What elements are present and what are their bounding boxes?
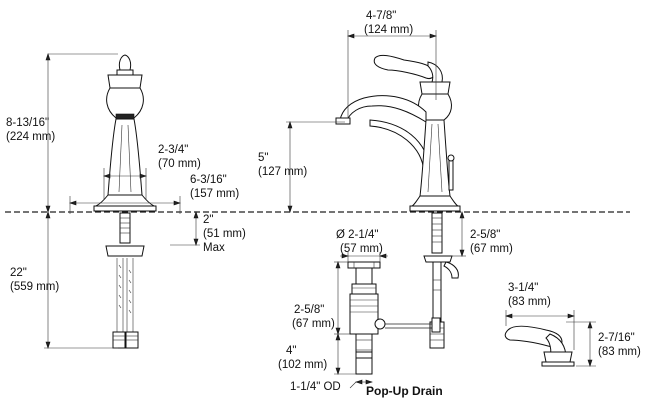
handle-length-imperial: 3-1/4" [508, 282, 539, 294]
drain-upper-imperial: 2-5/8" [294, 304, 325, 316]
handle-height-metric: (83 mm) [598, 346, 641, 358]
handle-length-metric: (83 mm) [508, 296, 551, 308]
drain-od-label: 1-1/4" OD [290, 381, 341, 393]
height-total-metric: (224 mm) [6, 131, 56, 143]
spread-handle-imperial: 2-3/4" [158, 144, 189, 156]
deck-max-imperial: 2" [203, 214, 214, 226]
drain-diameter-imperial: Ø 2-1/4" [336, 229, 379, 241]
drain-diameter-metric: (57 mm) [340, 243, 383, 255]
drain-lower-metric: (102 mm) [278, 359, 328, 371]
supply-length-metric: (559 mm) [10, 281, 60, 293]
front-view-faucet [93, 54, 157, 349]
deck-max-note: Max [203, 242, 225, 254]
popup-drain [334, 252, 441, 389]
handle-height-imperial: 2-7/16" [598, 332, 635, 344]
spout-shank-imperial: 2-5/8" [470, 229, 501, 241]
spout-shank-metric: (67 mm) [470, 243, 513, 255]
handle-detail [504, 310, 596, 367]
height-total-imperial: 8-13/16" [6, 117, 50, 129]
spread-spout-metric: (157 mm) [190, 188, 240, 200]
spread-handle-metric: (70 mm) [158, 158, 201, 170]
spout-reach-metric: (124 mm) [364, 24, 414, 36]
spout-height-metric: (127 mm) [258, 166, 308, 178]
center-dimension-lines [286, 30, 466, 257]
drain-lower-imperial: 4" [286, 345, 297, 357]
popup-drain-title: Pop-Up Drain [366, 384, 443, 398]
left-dimension-lines [44, 53, 200, 349]
side-view-faucet [335, 54, 461, 349]
spout-reach-imperial: 4-7/8" [366, 10, 397, 22]
spread-spout-imperial: 6-3/16" [190, 174, 227, 186]
spout-height-imperial: 5" [258, 152, 269, 164]
deck-max-metric: (51 mm) [203, 228, 246, 240]
supply-length-imperial: 22" [10, 267, 27, 279]
drain-upper-metric: (67 mm) [292, 318, 335, 330]
